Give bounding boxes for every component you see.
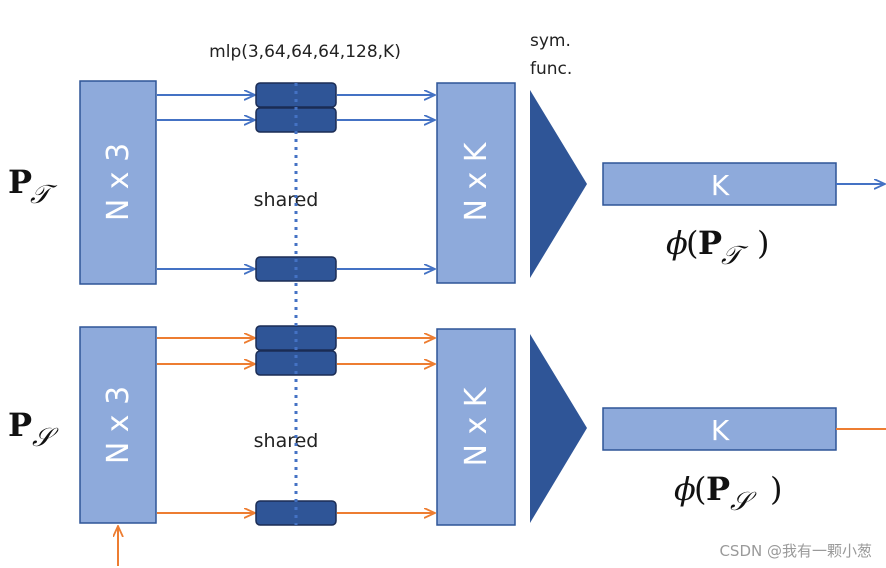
mlp-node-t-2 <box>255 107 337 133</box>
output-box-s <box>602 407 837 451</box>
output-paren-close-s: ) <box>770 470 782 508</box>
feature-box-s <box>436 328 516 526</box>
output-box-s-label: K <box>711 414 730 447</box>
input-label-s-bold: P <box>8 406 32 444</box>
watermark: CSDN @我有一颗小葱 <box>719 542 872 560</box>
mlp-node-t-1 <box>255 82 337 108</box>
sym-func-triangle-s <box>530 334 587 523</box>
shared-label-s: shared <box>254 430 319 452</box>
input-label-t-bold: P <box>8 163 32 201</box>
branch-t: P 𝒯 N x 3 shared N x K K ϕ ( P 𝒯 ) <box>8 80 884 285</box>
sym-func-label-line2: func. <box>530 59 572 79</box>
mlp-node-s-1 <box>255 325 337 351</box>
feature-box-t-label: N x K <box>459 141 494 221</box>
feature-box-s-label: N x K <box>459 386 494 466</box>
input-label-s-sub: 𝒮 <box>32 423 59 453</box>
output-phi-t: ϕ <box>666 224 688 262</box>
output-label-s-sub: 𝒮 <box>730 487 757 517</box>
mlp-node-s-3 <box>255 500 337 526</box>
output-box-t <box>602 162 837 206</box>
input-box-t <box>79 80 157 285</box>
output-paren-open-s: ( <box>694 470 706 508</box>
output-box-t-label: K <box>711 169 730 202</box>
output-label-s-bold: P <box>706 470 730 508</box>
output-paren-open-t: ( <box>686 224 698 262</box>
branch-s: P 𝒮 N x 3 shared N x K K ϕ ( P <box>8 325 886 566</box>
input-box-s-label: N x 3 <box>101 386 136 464</box>
input-box-s <box>79 326 157 524</box>
output-label-t-bold: P <box>698 224 722 262</box>
sym-func-triangle-t <box>530 90 587 278</box>
input-label-t-sub: 𝒯 <box>30 180 58 210</box>
input-box-t-label: N x 3 <box>101 143 136 221</box>
shared-label-t: shared <box>254 189 319 211</box>
output-label-t-sub: 𝒯 <box>721 241 749 271</box>
output-phi-s: ϕ <box>674 470 696 508</box>
mlp-label: mlp(3,64,64,64,128,K) <box>209 42 401 62</box>
sym-func-label-line1: sym. <box>530 31 571 51</box>
feature-box-t <box>436 82 516 284</box>
output-paren-close-t: ) <box>757 224 769 262</box>
